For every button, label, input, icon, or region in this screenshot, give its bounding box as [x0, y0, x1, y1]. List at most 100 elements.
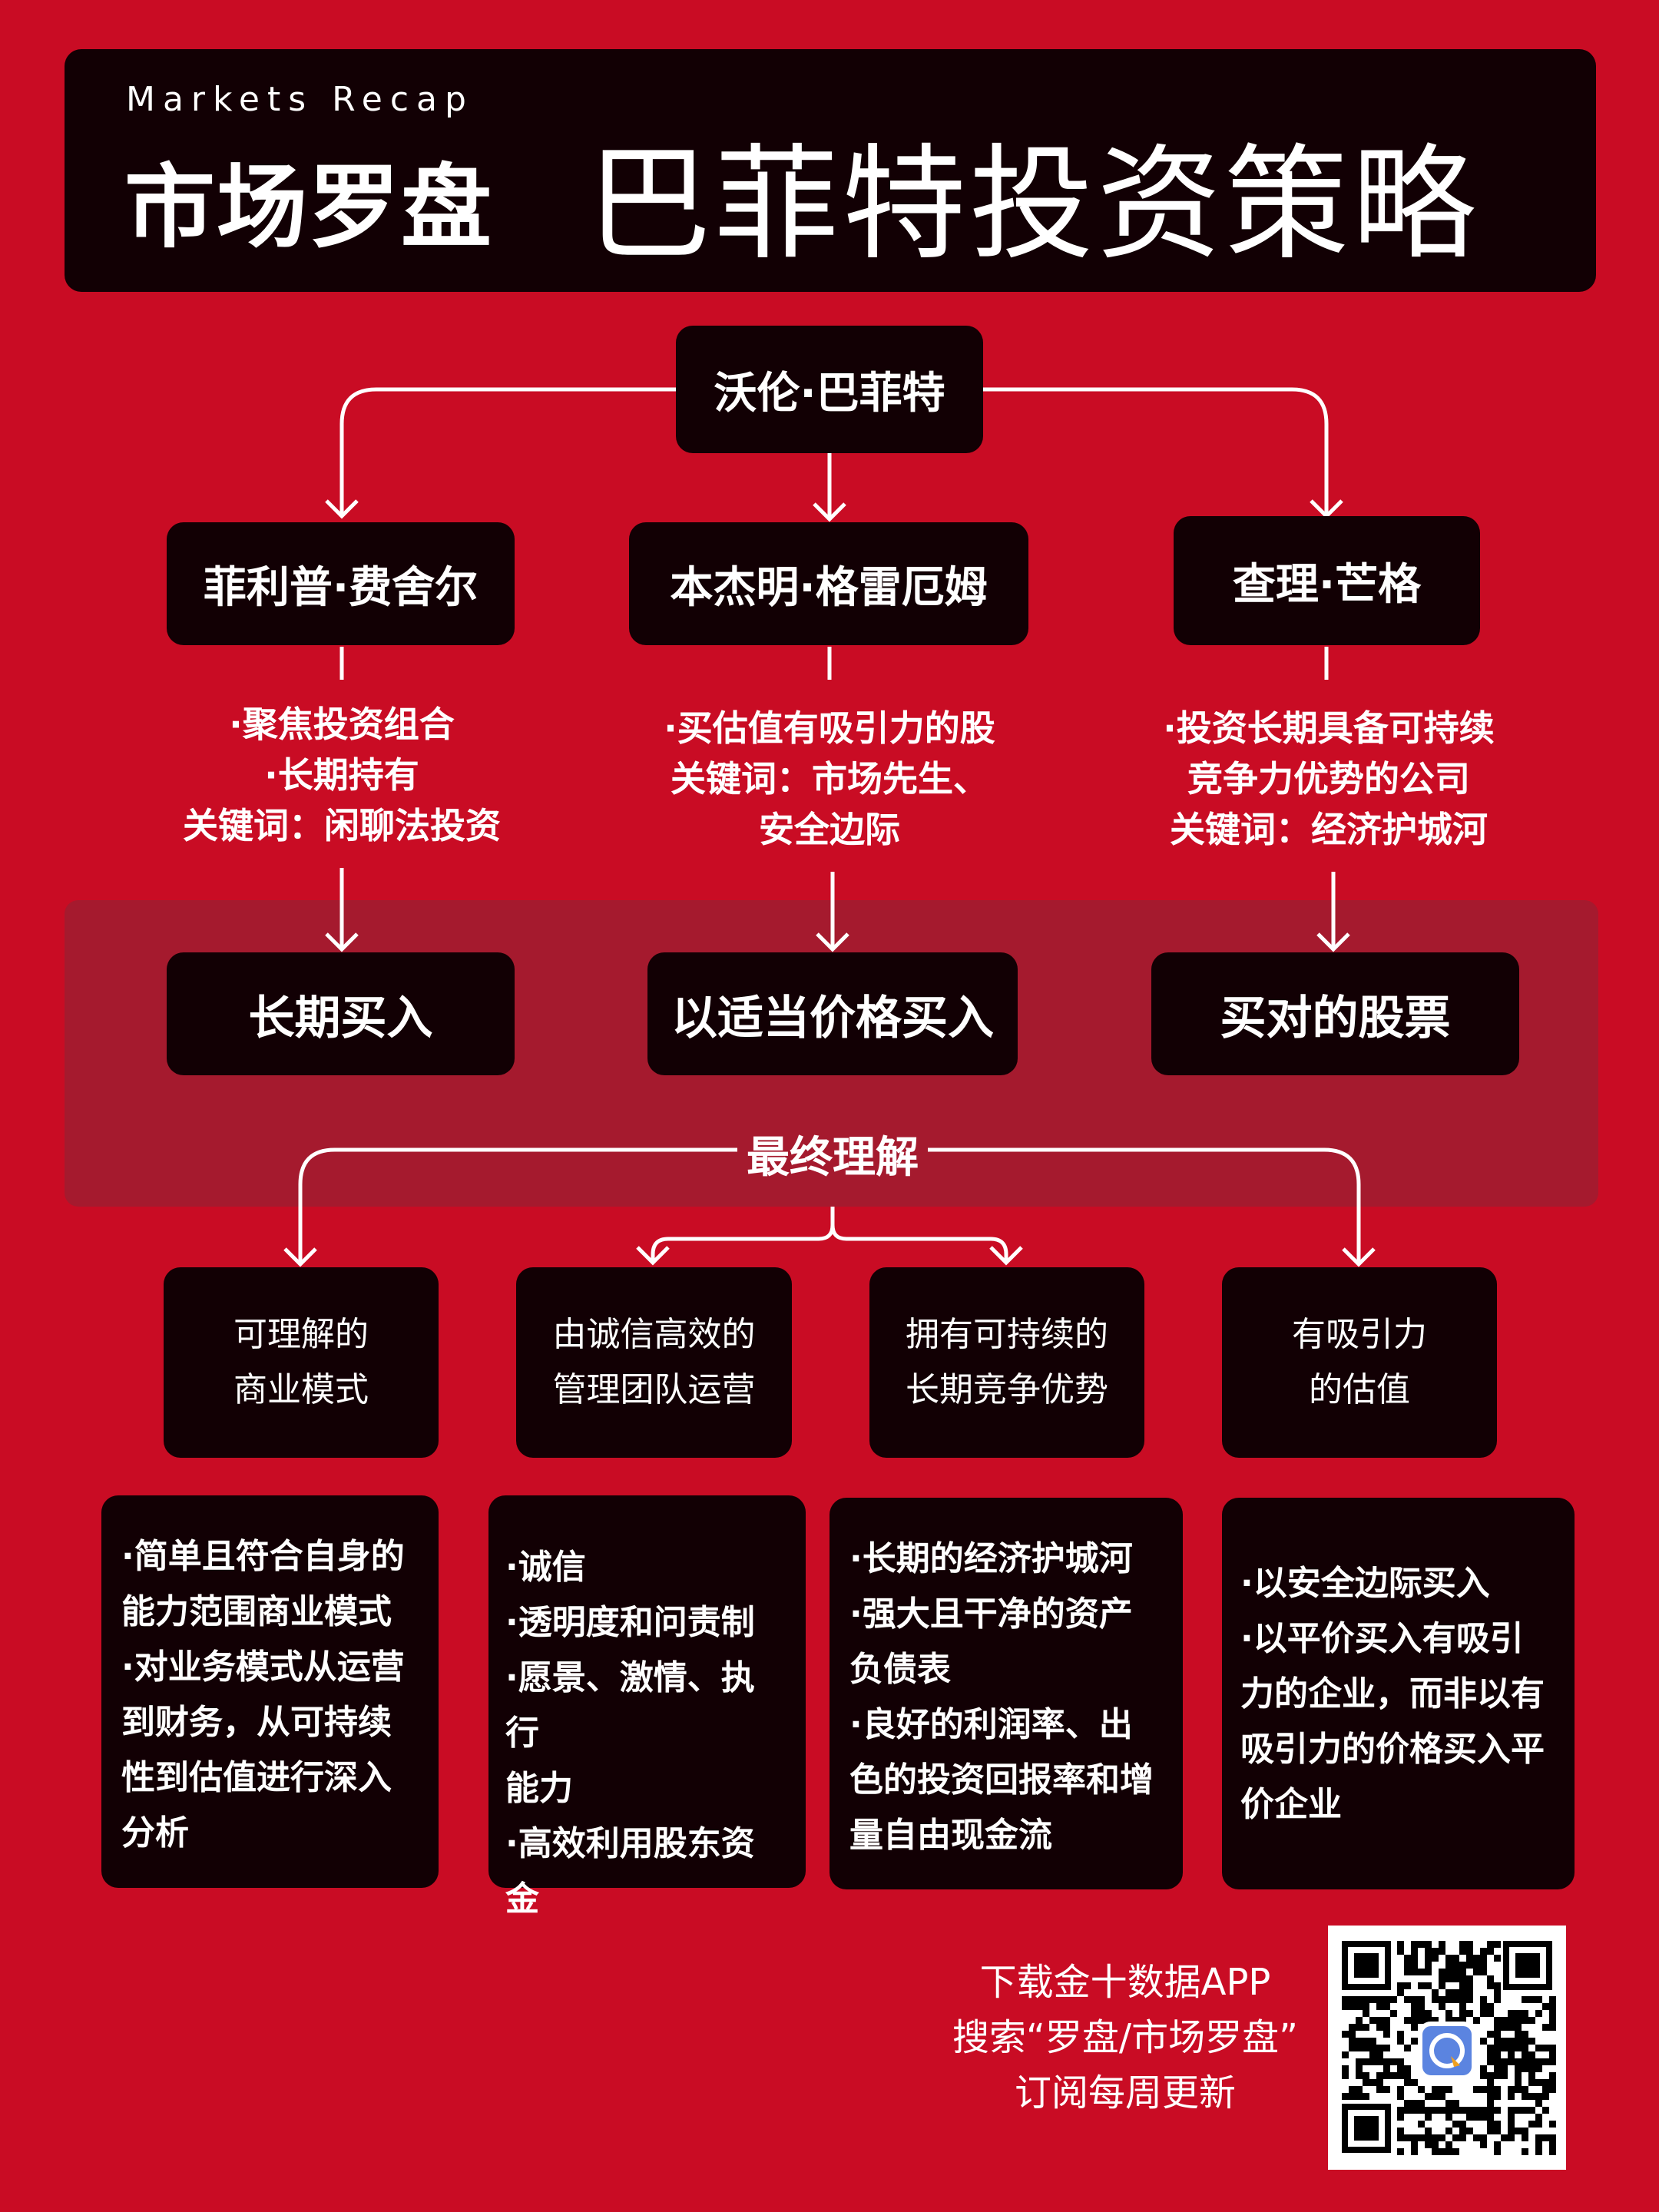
qr-module — [1363, 2093, 1369, 2100]
qr-module — [1397, 2086, 1404, 2093]
qr-module — [1515, 2065, 1522, 2072]
desc-line: 关键词：经济护城河 — [1170, 809, 1488, 850]
qr-module — [1508, 2010, 1515, 2017]
qr-module — [1363, 2010, 1369, 2017]
qr-module — [1404, 2017, 1411, 2024]
qr-module — [1452, 1962, 1459, 1969]
qr-module — [1383, 2003, 1390, 2010]
footer-promo: 下载金十数据APP 搜索“罗盘/市场罗盘” 订阅每周更新 — [891, 1955, 1359, 2121]
qr-module — [1445, 2148, 1452, 2155]
qr-module — [1363, 2024, 1369, 2031]
detail-line: 吸引力的价格买入平 — [1240, 1730, 1545, 1769]
qr-module — [1363, 1996, 1369, 2003]
qr-module — [1452, 2107, 1459, 2114]
qr-module — [1494, 1982, 1501, 1989]
qr-module — [1432, 2017, 1439, 2024]
principle-title-line: 有吸引力 — [1292, 1315, 1427, 1354]
qr-module — [1452, 1975, 1459, 1982]
qr-module — [1383, 2017, 1390, 2024]
qr-module — [1480, 1955, 1487, 1962]
qr-module — [1397, 2031, 1404, 2038]
qr-module — [1418, 2010, 1425, 2017]
qr-module — [1494, 2141, 1501, 2148]
qr-module — [1535, 2100, 1542, 2107]
qr-module — [1425, 1948, 1432, 1955]
qr-module — [1383, 2065, 1390, 2072]
qr-module — [1411, 1962, 1418, 1969]
qr-pattern — [1342, 1941, 1556, 2155]
detail-line: ·简单且符合自身的 — [121, 1537, 405, 1576]
qr-module — [1363, 2045, 1369, 2051]
qr-module — [1487, 2010, 1494, 2017]
qr-module — [1535, 2065, 1542, 2072]
qr-module — [1480, 2003, 1487, 2010]
qr-module — [1494, 2045, 1501, 2051]
qr-module — [1522, 2051, 1528, 2058]
qr-module — [1542, 2003, 1549, 2010]
qr-module — [1411, 2017, 1418, 2024]
principle-title-line: 管理团队运营 — [552, 1370, 756, 1409]
qr-module — [1356, 2017, 1363, 2024]
qr-module — [1411, 2024, 1418, 2031]
qr-module — [1487, 1941, 1494, 1948]
qr-module — [1425, 1941, 1432, 1948]
qr-module — [1515, 2024, 1522, 2031]
qr-module — [1397, 1989, 1404, 1996]
qr-module — [1522, 2148, 1528, 2155]
qr-module — [1549, 2010, 1556, 2017]
qr-module — [1363, 2079, 1369, 2086]
qr-module — [1439, 2134, 1445, 2141]
qr-module — [1494, 1941, 1501, 1948]
qr-code[interactable] — [1328, 1926, 1566, 2170]
header-banner: Markets Recap 市场罗盘 巴菲特投资策略 — [65, 49, 1596, 292]
qr-module — [1356, 2065, 1363, 2072]
qr-module — [1528, 2079, 1535, 2086]
qr-module — [1487, 2058, 1494, 2065]
qr-module — [1542, 2045, 1549, 2051]
qr-module — [1376, 2017, 1383, 2024]
qr-module — [1404, 1996, 1411, 2003]
qr-module — [1515, 2086, 1522, 2093]
qr-module — [1411, 2107, 1418, 2114]
detail-line: 价企业 — [1240, 1785, 1342, 1824]
qr-module — [1356, 2003, 1363, 2010]
qr-module — [1445, 1955, 1452, 1962]
qr-module — [1494, 2051, 1501, 2058]
qr-module — [1363, 2058, 1369, 2065]
qr-module — [1508, 2134, 1515, 2141]
qr-module — [1473, 1955, 1480, 1962]
qr-module — [1369, 2017, 1376, 2024]
qr-module — [1411, 1996, 1418, 2003]
qr-module — [1418, 2086, 1425, 2093]
desc-line: ·买估值有吸引力的股 — [664, 707, 995, 749]
qr-module — [1404, 2072, 1411, 2079]
qr-module — [1487, 2121, 1494, 2128]
qr-module — [1549, 2148, 1556, 2155]
qr-module — [1452, 2121, 1459, 2128]
qr-module — [1480, 2086, 1487, 2093]
qr-module — [1342, 2003, 1349, 2010]
qr-module — [1445, 1969, 1452, 1975]
qr-module — [1508, 2051, 1515, 2058]
qr-module — [1522, 2128, 1528, 2134]
mentor-desc-munger: ·投资长期具备可持续 竞争力优势的公司 关键词：经济护城河 — [1106, 703, 1551, 855]
qr-module — [1445, 2010, 1452, 2017]
qr-module — [1480, 1996, 1487, 2003]
qr-module — [1411, 2148, 1418, 2155]
qr-module — [1439, 2093, 1445, 2100]
qr-module — [1494, 2148, 1501, 2155]
qr-module — [1522, 2038, 1528, 2045]
qr-module — [1425, 1982, 1432, 1989]
qr-module — [1439, 1941, 1445, 1948]
principle-node: 由诚信高效的 管理团队运营 — [516, 1267, 792, 1458]
qr-module — [1397, 2065, 1404, 2072]
qr-module — [1487, 2086, 1494, 2093]
qr-module — [1432, 1948, 1439, 1955]
qr-module — [1528, 2107, 1535, 2114]
qr-module — [1508, 2086, 1515, 2093]
qr-module — [1522, 2065, 1528, 2072]
qr-module — [1397, 1948, 1404, 1955]
qr-module — [1535, 2134, 1542, 2141]
qr-module — [1397, 2093, 1404, 2100]
qr-module — [1411, 1969, 1418, 1975]
